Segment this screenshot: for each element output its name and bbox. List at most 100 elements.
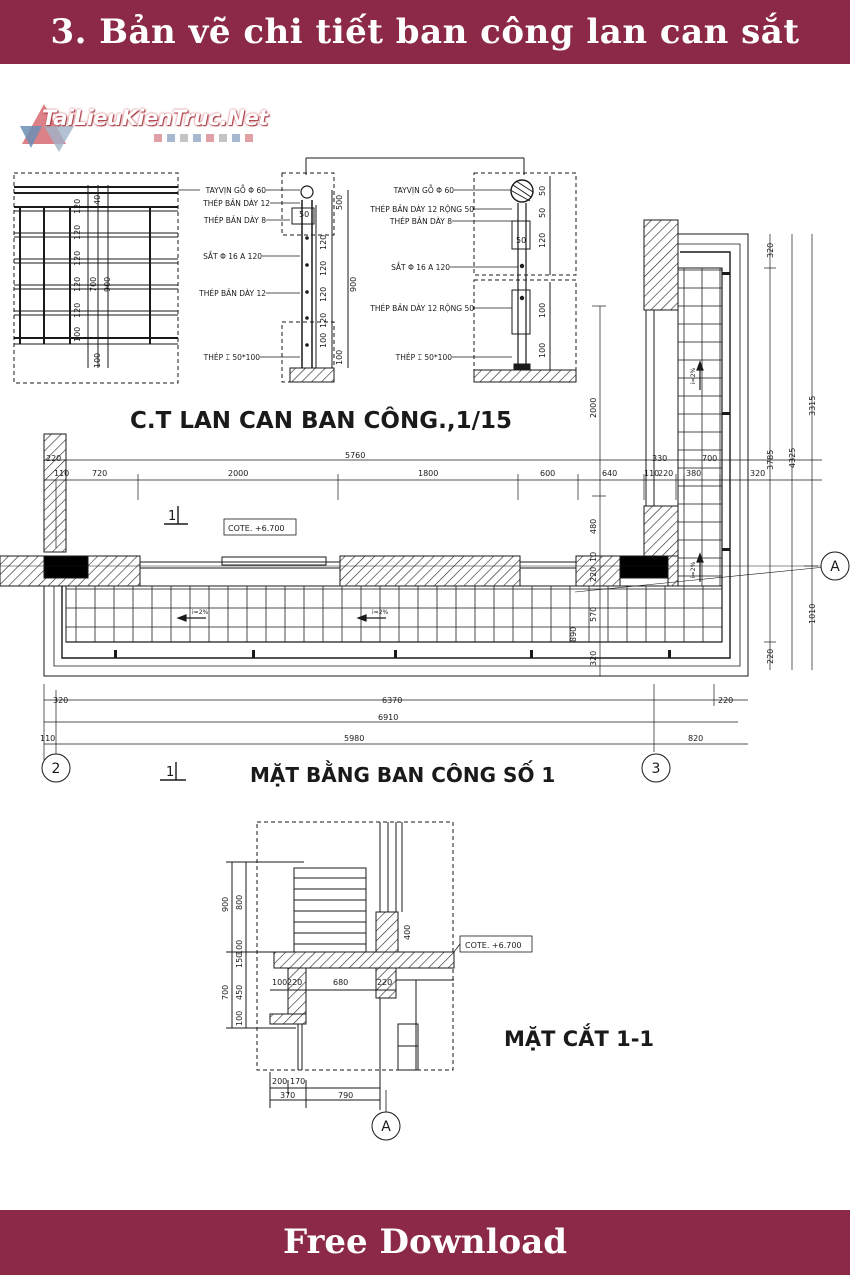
dim-text: 220 xyxy=(46,454,61,463)
axis-bubbles xyxy=(41,551,850,1141)
technical-drawing: 100 120 120 120 120 120 100 40 700 900 5… xyxy=(0,157,850,1141)
free-download-button[interactable]: Free Download xyxy=(282,1222,568,1262)
cote-text: COTE. +6.700 xyxy=(465,941,522,950)
dim-text: 890 xyxy=(569,627,578,642)
axis-label: 2 xyxy=(52,761,61,777)
label: SẮT Φ 16 A 120 xyxy=(203,251,262,261)
dim-text: 680 xyxy=(333,978,348,987)
dim-text: 150 xyxy=(235,953,244,968)
plan-dim-lines xyxy=(43,234,822,760)
dim-text: 800 xyxy=(235,895,244,910)
dim-text: 4325 xyxy=(788,448,797,468)
railing-detail-title: C.T LAN CAN BAN CÔNG.,1/15 xyxy=(130,406,512,434)
dim-text: 500 xyxy=(335,195,344,210)
dim-text: 900 xyxy=(103,277,112,292)
section-left-dims: 900 800 100 150 700 450 100 xyxy=(221,895,244,1026)
cote-label-section: COTE. +6.700 xyxy=(453,935,533,953)
label: THÉP BẢN DÀY 8 xyxy=(389,217,452,226)
dim-text: 120 xyxy=(319,313,328,328)
dim-text: 120 xyxy=(73,199,82,214)
dim-text: 790 xyxy=(338,1091,353,1100)
label: THÉP BẢN DÀY 12 xyxy=(198,289,266,298)
label: THÉP ⌶ 50*100 xyxy=(395,353,453,362)
dim-text: 220 xyxy=(589,567,598,582)
arrow-icons xyxy=(176,360,704,622)
sect-dots xyxy=(519,263,525,301)
dim-text: 600 xyxy=(540,469,555,478)
download-banner[interactable]: Free Download xyxy=(0,1210,850,1275)
dim-text: 200 xyxy=(272,1077,287,1086)
slope-arrows: i=2% i=2% i=2% i=2% xyxy=(192,367,697,616)
watermark-logo: TaiLieuKienTruc.Net xyxy=(14,100,274,156)
dim-text: 570 xyxy=(589,607,598,622)
dim-text: 900 xyxy=(349,277,358,292)
dim-text: 220 xyxy=(766,649,775,664)
dim-text: 400 xyxy=(403,925,412,940)
slope-label: i=2% xyxy=(372,609,389,616)
dim-text: 120 xyxy=(73,251,82,266)
section-mark-label: 1 xyxy=(166,765,174,780)
axis-2-icon xyxy=(41,753,71,783)
dim-text: 320 xyxy=(589,651,598,666)
dim-text: 2000 xyxy=(589,398,598,418)
dim-text: 100 xyxy=(538,343,547,358)
dim-text: 320 xyxy=(53,696,68,705)
dim-text: 820 xyxy=(688,734,703,743)
dim-text: 220 xyxy=(718,696,733,705)
dim-text: 120 xyxy=(538,233,547,248)
dim-text: 330 xyxy=(652,454,667,463)
dim-text: 120 xyxy=(73,225,82,240)
dim-text: 170 xyxy=(290,1077,305,1086)
section-mark-icon xyxy=(160,506,188,781)
railing-section xyxy=(473,172,577,383)
dim-text: 700 xyxy=(702,454,717,463)
dim-text: 1010 xyxy=(808,604,817,624)
dim-text: 700 xyxy=(221,985,230,1000)
dim-text: 3315 xyxy=(808,396,817,416)
label: TAYVỊN GỖ Φ 60 xyxy=(205,185,267,195)
leader-lines xyxy=(178,189,300,358)
dim-text: 900 xyxy=(221,897,230,912)
dim-text: 380 xyxy=(686,469,701,478)
dim-text: 640 xyxy=(602,469,617,478)
dim-text: 2000 xyxy=(228,469,248,478)
logo-icon xyxy=(20,104,253,152)
dim-text: 50 xyxy=(299,210,309,219)
right-labels: TAYVỊN GỖ Φ 60 THÉP BẢN DÀY 12 RỘNG 50 T… xyxy=(369,185,474,362)
dim-text: 370 xyxy=(280,1091,295,1100)
axis-label: A xyxy=(381,1119,391,1135)
dim-text: 110 xyxy=(644,469,659,478)
slope-label: i=2% xyxy=(690,561,697,578)
slope-label: i=2% xyxy=(192,609,209,616)
cote-text: COTE. +6.700 xyxy=(228,524,285,533)
axis-label: 3 xyxy=(652,761,661,777)
dim-text: 50 xyxy=(538,186,547,196)
dim-text: 50 xyxy=(516,236,526,245)
rail-dots xyxy=(305,236,309,347)
label: THÉP ⌶ 50*100 xyxy=(203,353,261,362)
cote-label-plan: COTE. +6.700 xyxy=(223,518,297,536)
section-mid-dims: 100 220 680 220 200 170 370 790 400 xyxy=(272,925,412,1100)
dim-text: 220 xyxy=(287,978,302,987)
dim-text: 220 xyxy=(658,469,673,478)
label: SẮT Φ 16 A 120 xyxy=(391,262,450,272)
dim-text: 5760 xyxy=(345,451,365,460)
dim-text: 100 xyxy=(235,940,244,955)
page-title: 3. Bản vẽ chi tiết ban công lan can sắt xyxy=(50,12,800,52)
dim-text: 10 xyxy=(589,552,598,562)
dim-text: 480 xyxy=(589,519,598,534)
axis-labels: 2 3 A A xyxy=(52,559,841,1135)
dim-text: 110 xyxy=(54,469,69,478)
railing-elevation xyxy=(13,172,179,384)
leader-lines-right xyxy=(450,189,518,358)
plan-title: MẶT BẰNG BAN CÔNG SỐ 1 xyxy=(250,761,555,787)
dim-text: 40 xyxy=(93,195,102,205)
dim-text: 120 xyxy=(73,277,82,292)
label: TAYVỊN GỖ Φ 60 xyxy=(393,185,455,195)
dim-text: 50 xyxy=(538,208,547,218)
dim-text: 120 xyxy=(319,261,328,276)
dim-text: 220 xyxy=(377,978,392,987)
page-title-banner: 3. Bản vẽ chi tiết ban công lan can sắt xyxy=(0,0,850,64)
dim-text: 700 xyxy=(89,277,98,292)
plan-vertical-dims: 2000 480 10 220 570 890 320 320 3785 432… xyxy=(569,243,817,666)
